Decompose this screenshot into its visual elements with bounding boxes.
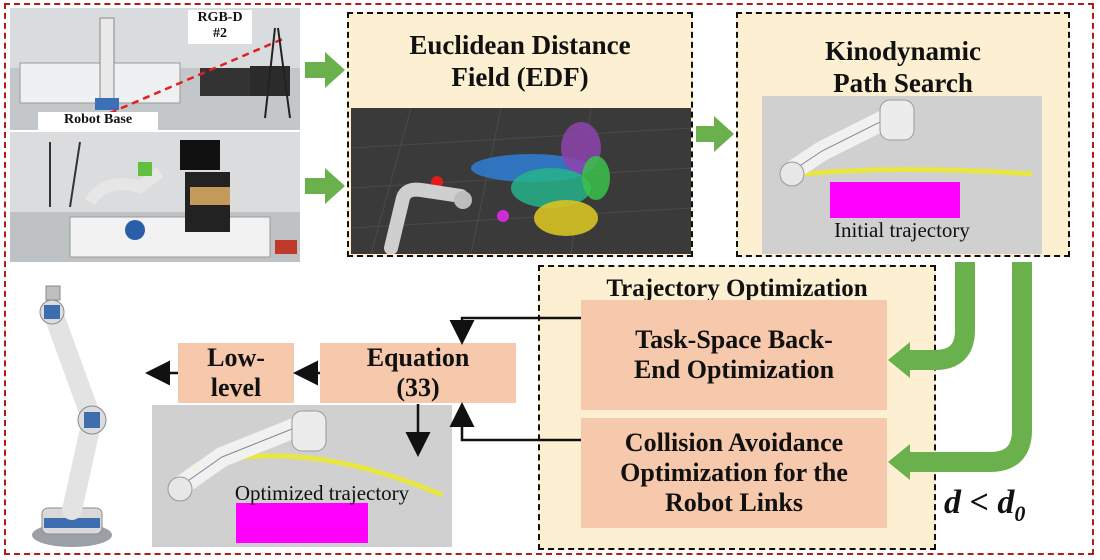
lab-photo-top: RGB-D #2 Robot Base	[10, 8, 300, 130]
condition-d0: d	[997, 484, 1015, 521]
equation-line2: (33)	[396, 373, 440, 402]
equation-block: Equation (33)	[320, 343, 516, 403]
kino-title-line2: Path Search	[833, 68, 973, 98]
edf-pointcloud-art	[351, 108, 691, 254]
condition-lt: <	[961, 484, 998, 521]
lab-photo-bottom-art	[10, 132, 300, 262]
equation-line1: Equation	[366, 343, 470, 372]
rgbd-label: RGB-D #2	[188, 10, 252, 44]
kino-title-line1: Kinodynamic	[824, 36, 982, 66]
low-level-block: Low- level	[178, 343, 294, 403]
distance-condition: d < d0	[944, 484, 1084, 528]
edf-title-line1: Euclidean Distance	[409, 30, 631, 60]
kino-trajectory-art	[762, 96, 1042, 254]
lab-photo-bottom	[10, 132, 300, 262]
initial-trajectory-caption: Initial trajectory	[834, 218, 970, 242]
edf-panel: Euclidean Distance Field (EDF)	[347, 12, 693, 257]
optimized-trajectory-caption: Optimized trajectory	[234, 481, 410, 505]
rgbd-label-line1: RGB-D	[197, 10, 243, 25]
collision-line3: Robot Links	[665, 488, 803, 517]
collision-line2: Optimization for the	[620, 458, 848, 487]
edf-title-line2: Field (EDF)	[451, 62, 589, 92]
rgbd-label-line2: #2	[213, 26, 227, 41]
robot-base-label: Robot Base	[38, 112, 158, 130]
optimized-trajectory-image: Optimized trajectory	[152, 405, 452, 547]
trajopt-title: Trajectory Optimization	[606, 275, 868, 302]
robot-arm-illustration	[12, 280, 152, 555]
kino-panel: Kinodynamic Path Search Initial trajecto…	[736, 12, 1070, 257]
low-level-line1: Low-	[207, 343, 265, 372]
condition-subscript: 0	[1014, 500, 1026, 526]
low-level-line2: level	[210, 373, 262, 402]
backend-optimization-block: Task-Space Back- End Optimization	[581, 300, 887, 410]
outer-frame	[4, 3, 1094, 555]
kino-trajectory-image: Initial trajectory	[762, 96, 1042, 254]
robot-arm-art	[32, 285, 112, 547]
backend-line1: Task-Space Back-	[635, 325, 833, 354]
optimized-trajectory-art	[152, 405, 452, 547]
collision-optimization-block: Collision Avoidance Optimization for the…	[581, 418, 887, 528]
condition-d: d	[944, 484, 961, 521]
edf-pointcloud-image	[351, 108, 691, 254]
backend-line2: End Optimization	[633, 355, 835, 384]
collision-line1: Collision Avoidance	[624, 428, 844, 457]
